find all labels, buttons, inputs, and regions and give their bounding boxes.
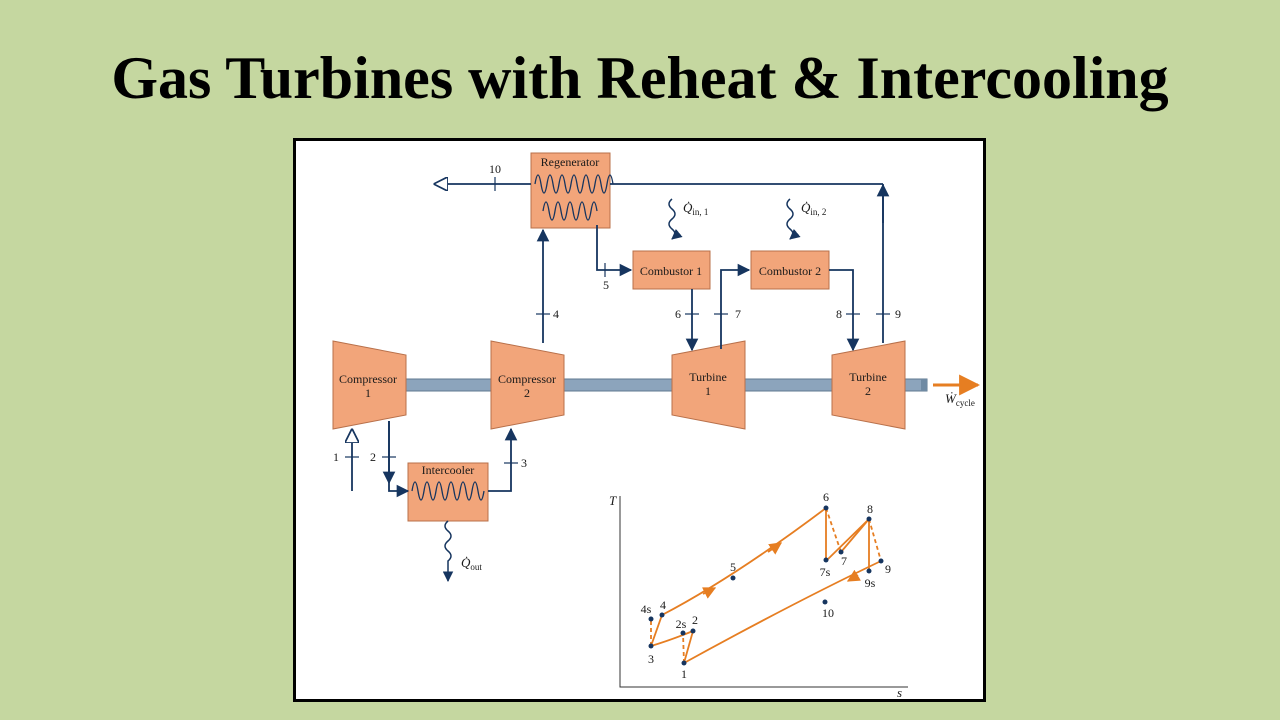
compressor-1-label: Compressor	[339, 372, 397, 386]
combustor-2: Combustor 2	[750, 250, 830, 290]
state-7-label: 7	[735, 307, 741, 321]
turbine-2: Turbine 2	[831, 340, 906, 430]
regenerator: Regenerator	[530, 152, 614, 229]
state-5-label: 5	[603, 278, 609, 292]
intercooler-label: Intercooler	[422, 463, 475, 477]
ts-point-9: 9	[885, 562, 891, 576]
compressor-2-label: Compressor	[498, 372, 556, 386]
intercooler: Intercooler	[407, 462, 489, 522]
page-title: Gas Turbines with Reheat & Intercooling	[111, 45, 1169, 111]
heat-arrows	[442, 198, 801, 583]
ts-point-5: 5	[730, 560, 736, 574]
compressor-2: Compressor 2	[490, 340, 565, 430]
state-4-label: 4	[553, 307, 559, 321]
regenerator-label: Regenerator	[541, 155, 600, 169]
ts-diagram: T s	[609, 490, 908, 699]
turbine-2-label: Turbine	[849, 370, 887, 384]
shaft-end	[921, 379, 927, 391]
wcycle-label: Ẇcycle	[945, 391, 975, 408]
ts-point-10: 10	[822, 606, 834, 620]
combustor-1-label: Combustor 1	[640, 264, 702, 278]
state-ticks	[345, 177, 890, 464]
ts-point-1: 1	[681, 667, 687, 681]
ts-point-4: 4	[660, 598, 666, 612]
flow-lines	[352, 184, 890, 498]
compressor-2-number: 2	[524, 386, 530, 400]
ts-point-6: 6	[823, 490, 829, 504]
turbine-1-number: 1	[705, 384, 711, 398]
qin1-label: Q̇in, 1	[683, 200, 708, 217]
qin2-label: Q̇in, 2	[801, 200, 826, 217]
combustor-2-label: Combustor 2	[759, 264, 821, 278]
ts-point-4s: 4s	[641, 602, 652, 616]
ts-point-3: 3	[648, 652, 654, 666]
ts-y-axis-label: T	[609, 493, 617, 508]
ts-point-8: 8	[867, 502, 873, 516]
ts-point-2s: 2s	[676, 617, 687, 631]
turbine-2-number: 2	[865, 384, 871, 398]
state-10-label: 10	[489, 162, 501, 176]
ts-point-7s: 7s	[820, 565, 831, 579]
combustor-1: Combustor 1	[632, 250, 711, 290]
turbine-1-label: Turbine	[689, 370, 727, 384]
compressor-1-number: 1	[365, 386, 371, 400]
ts-x-axis-label: s	[897, 685, 902, 699]
state-3-label: 3	[521, 456, 527, 470]
state-8-label: 8	[836, 307, 842, 321]
state-2-label: 2	[370, 450, 376, 464]
state-9-label: 9	[895, 307, 901, 321]
qout-label: Q̇out	[461, 555, 482, 572]
ts-point-9s: 9s	[865, 576, 876, 590]
cycle-schematic: Compressor 1 Compressor 2 Turbine 1 Turb…	[332, 152, 981, 699]
state-6-label: 6	[675, 307, 681, 321]
diagram-panel: Compressor 1 Compressor 2 Turbine 1 Turb…	[293, 138, 986, 702]
ts-point-2: 2	[692, 613, 698, 627]
compressor-1: Compressor 1	[332, 340, 407, 430]
turbine-1: Turbine 1	[671, 340, 746, 430]
ts-point-7: 7	[841, 554, 847, 568]
state-1-label: 1	[333, 450, 339, 464]
